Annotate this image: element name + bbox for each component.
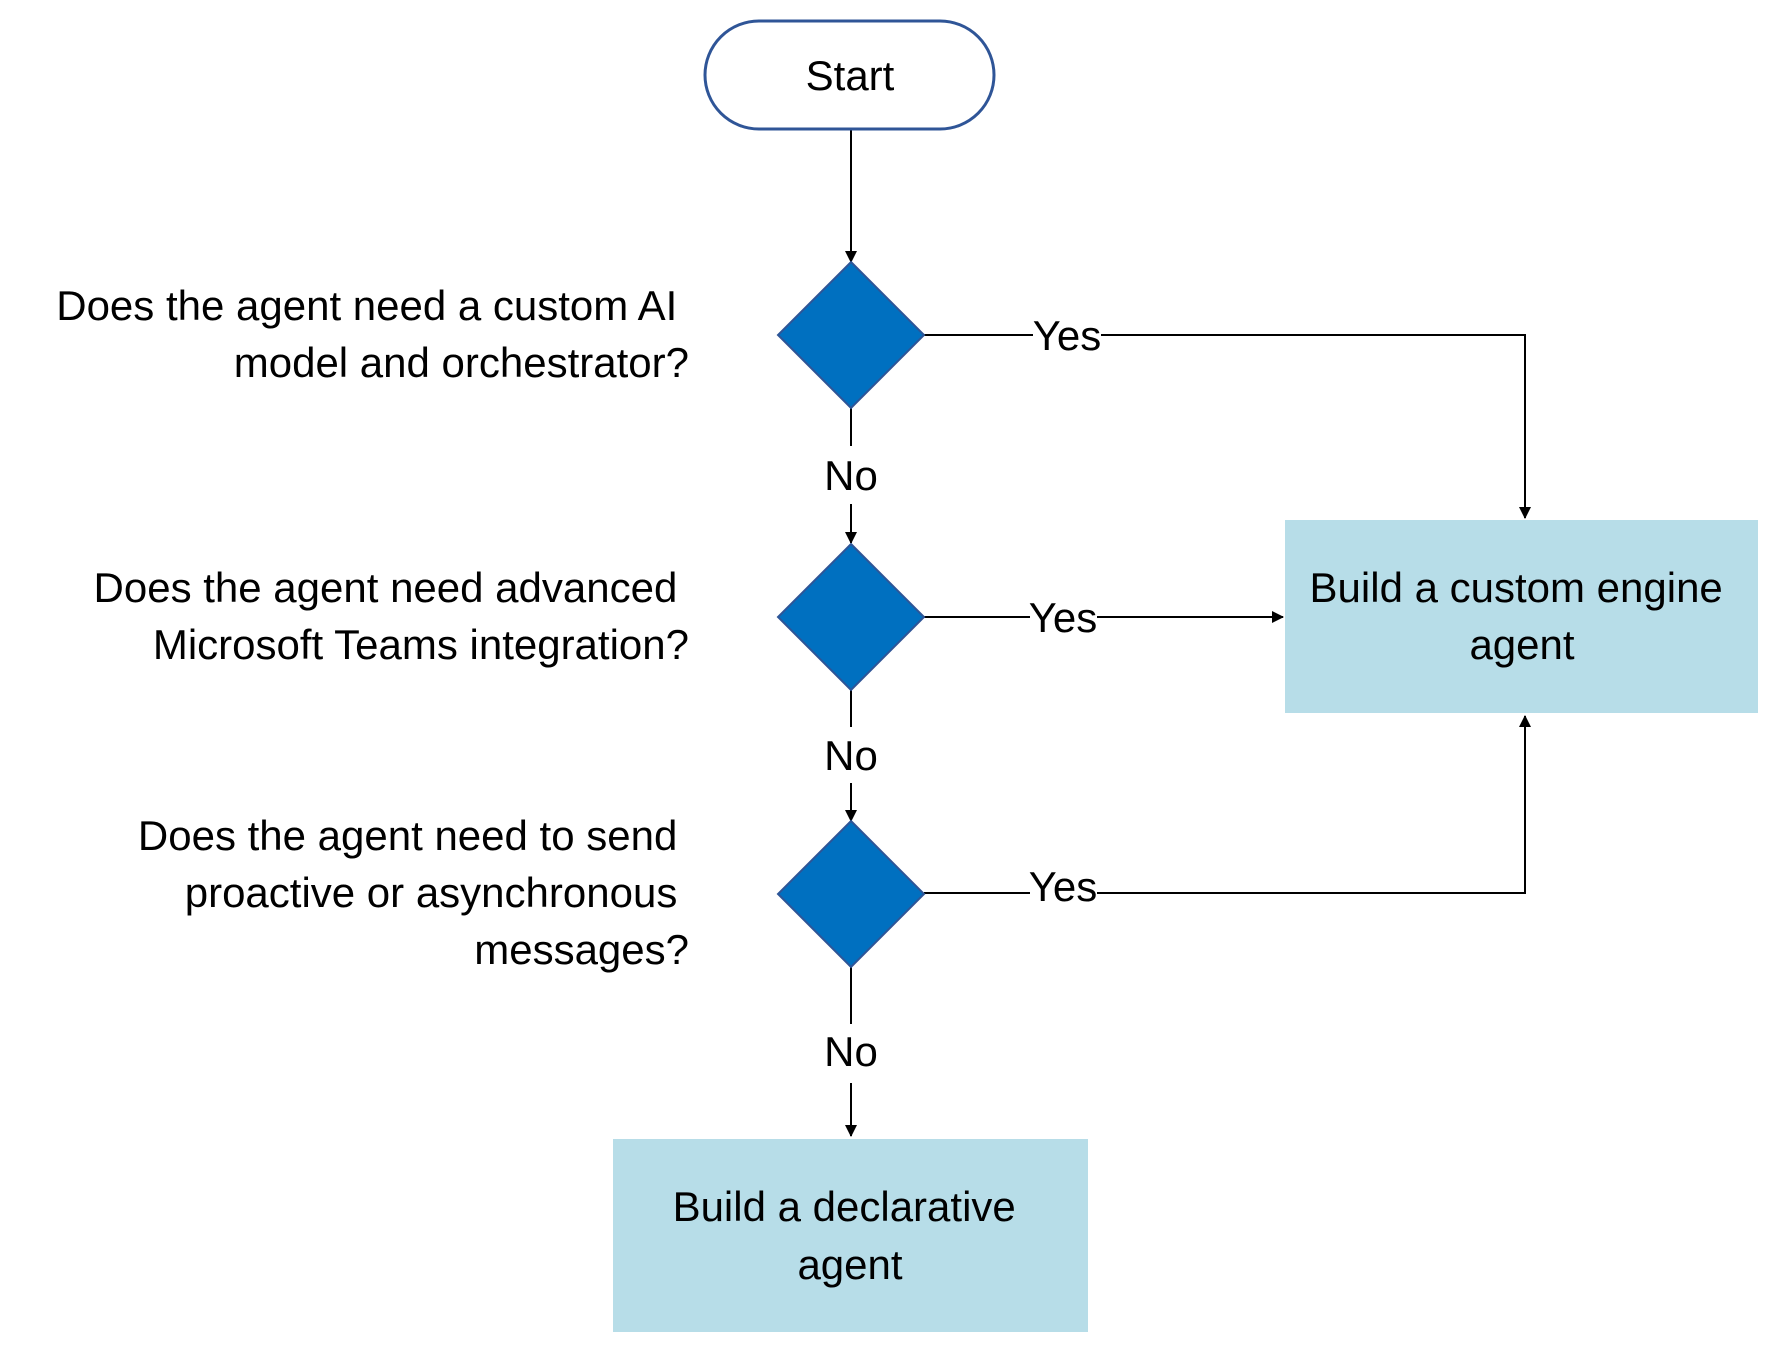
connector-decision-1-yes-right: [1101, 334, 1531, 519]
question-3-line-3: messages?: [474, 926, 689, 973]
no-label-decision-1: No: [824, 452, 878, 499]
question-1-text: Does the agent need a custom AI model an…: [56, 282, 689, 386]
question-1-line-2: model and orchestrator?: [234, 339, 689, 386]
question-1-line-1: Does the agent need a custom AI: [56, 282, 677, 329]
yes-label-decision-3: Yes: [1029, 863, 1098, 910]
custom-engine-agent-label: Build a custom engine agent: [1310, 564, 1735, 668]
custom-engine-agent-line-2: agent: [1469, 621, 1574, 668]
question-2-line-1: Does the agent need advanced: [94, 564, 678, 611]
declarative-agent-box: [613, 1139, 1088, 1332]
declarative-agent-label: Build a declarative agent: [673, 1183, 1028, 1288]
decision-1-diamond: [776, 260, 926, 410]
question-2-text: Does the agent need advanced Microsoft T…: [94, 564, 689, 668]
yes-label-decision-1: Yes: [1033, 312, 1102, 359]
no-label-decision-2: No: [824, 732, 878, 779]
yes-label-decision-2: Yes: [1029, 594, 1098, 641]
start-terminal: [703, 19, 996, 131]
start-label: Start: [806, 52, 895, 99]
connector-decision-3-yes-right: [1097, 715, 1531, 894]
custom-engine-agent-box: [1285, 520, 1758, 713]
question-3-line-1: Does the agent need to send: [138, 812, 677, 859]
question-2-line-2: Microsoft Teams integration?: [153, 621, 689, 668]
declarative-agent-line-2: agent: [797, 1241, 902, 1288]
declarative-agent-line-1: Build a declarative: [673, 1183, 1016, 1230]
question-3-line-2: proactive or asynchronous: [185, 869, 678, 916]
custom-engine-agent-line-1: Build a custom engine: [1310, 564, 1723, 611]
decision-3-diamond: [776, 819, 926, 969]
no-label-decision-3: No: [824, 1028, 878, 1075]
decision-2-diamond: [776, 542, 926, 692]
question-3-text: Does the agent need to send proactive or…: [138, 812, 689, 973]
